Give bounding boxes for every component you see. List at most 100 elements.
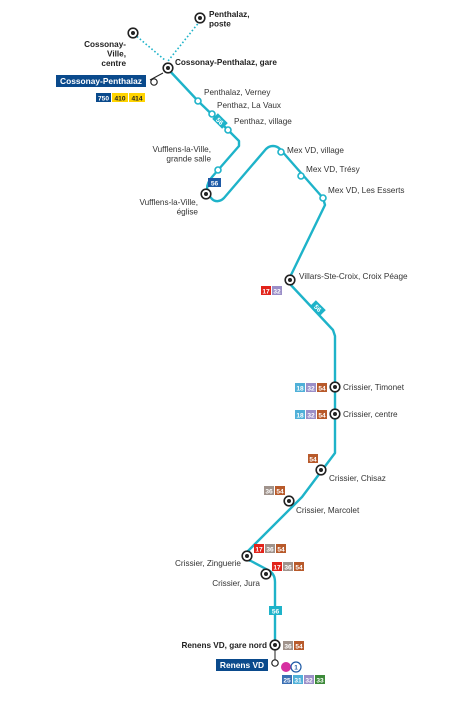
- bus-line-badge: [264, 486, 274, 495]
- rail-line-badge: [129, 93, 145, 102]
- bus-line-badge: [254, 544, 264, 553]
- svg-text:36: 36: [266, 546, 274, 553]
- bus-line-badge: [272, 286, 282, 295]
- svg-text:54: 54: [318, 412, 326, 419]
- svg-text:56: 56: [214, 117, 224, 127]
- train-station-icon: [56, 75, 146, 87]
- bus-line-badge: [306, 383, 316, 392]
- stop-marker-crissier-centre[interactable]: [329, 408, 341, 420]
- stop-labels: Penthalaz,poste Cossonay-Ville,centre Co…: [84, 10, 408, 650]
- stop-label-mex-village: Mex VD, village: [287, 146, 344, 155]
- svg-text:54: 54: [309, 456, 317, 463]
- stop-marker-penthaz-vaux[interactable]: [208, 110, 216, 118]
- rail-line-badge: [293, 675, 303, 684]
- stop-label-penthaz-vaux: Penthaz, La Vaux: [217, 101, 281, 110]
- stop-marker-crissier-jura[interactable]: [260, 568, 272, 580]
- bus-line-badge: [265, 544, 275, 553]
- stop-marker-vufflens-grande-salle[interactable]: [214, 166, 222, 174]
- stop-marker-penthaz-village[interactable]: [224, 126, 232, 134]
- rail-line-badge: [282, 675, 292, 684]
- bus-line-badge: [283, 641, 293, 650]
- rail-line-badge: [315, 675, 325, 684]
- svg-text:54: 54: [295, 564, 303, 571]
- bus-line-badge: [294, 562, 304, 571]
- bus-line-badge: [295, 410, 305, 419]
- stop-label-crissier-marcolet: Crissier, Marcolet: [296, 506, 360, 515]
- bus-line-badge: [317, 410, 327, 419]
- stop-marker-vufflens-eglise[interactable]: [200, 188, 212, 200]
- stop-label-crissier-jura: Crissier, Jura: [212, 579, 260, 588]
- stop-label-crissier-chisaz: Crissier, Chisaz: [329, 474, 386, 483]
- svg-text:32: 32: [273, 288, 281, 295]
- stop-label-penthaz-village: Penthaz, village: [234, 117, 292, 126]
- line-56-badge: [269, 606, 282, 615]
- stop-marker-crissier-marcolet[interactable]: [283, 495, 295, 507]
- svg-text:33: 33: [316, 677, 324, 684]
- stop-label-mex-tresy: Mex VD, Trésy: [306, 165, 361, 174]
- stop-marker-mex-esserts[interactable]: [319, 194, 327, 202]
- svg-text:56: 56: [211, 180, 219, 187]
- svg-text:25: 25: [283, 677, 291, 684]
- stop-label-villars-croix: Villars-Ste-Croix, Croix Péage: [299, 272, 408, 281]
- bus-line-badge: [306, 410, 316, 419]
- train-station-renens: Renens VD: [216, 659, 268, 671]
- svg-text:54: 54: [277, 546, 285, 553]
- svg-text:54: 54: [295, 643, 303, 650]
- bus-line-badge: [276, 544, 286, 553]
- stop-marker-villars-croix[interactable]: [284, 274, 296, 286]
- stop-marker-crissier-timonet[interactable]: [329, 381, 341, 393]
- svg-text:56: 56: [272, 608, 280, 615]
- stop-marker-mex-village[interactable]: [277, 148, 285, 156]
- stop-label-mex-esserts: Mex VD, Les Esserts: [328, 186, 404, 195]
- stop-label-vufflens-eglise: Vufflens-la-Ville,église: [139, 198, 198, 217]
- bus-line-badge: [308, 454, 318, 463]
- stop-marker-cossonay-gare[interactable]: [162, 62, 174, 74]
- rail-line-badge: [112, 93, 128, 102]
- m1-icon: [290, 661, 302, 673]
- svg-text:54: 54: [318, 385, 326, 392]
- connection-badges: 17 32 18 32 54 18 32 54 54 36 54 17 36 5…: [254, 286, 327, 650]
- bus-line-badge: [283, 562, 293, 571]
- train-connection-marker: [271, 659, 279, 667]
- stop-label-vufflens-grande-salle: Vufflens-la-Ville,grande salle: [152, 145, 211, 164]
- stop-marker-penthalaz-poste[interactable]: [194, 12, 206, 24]
- svg-text:410: 410: [114, 95, 125, 102]
- svg-text:56: 56: [312, 304, 322, 314]
- svg-text:54: 54: [276, 488, 284, 495]
- bus-line-badge: [272, 562, 282, 571]
- line-56-badges: 56 56 56 56: [208, 113, 326, 615]
- branch-penthalaz-poste: [167, 20, 201, 62]
- svg-text:750: 750: [98, 95, 109, 102]
- stop-label-crissier-centre: Crissier, centre: [343, 410, 398, 419]
- train-lines-renens: 1 25 31 32 33: [281, 661, 325, 684]
- bus-line-badge: [294, 641, 304, 650]
- train-station-name: Renens VD: [220, 660, 264, 670]
- stop-marker-renens-gare-nord[interactable]: [269, 639, 281, 651]
- bus-line-badge: [261, 286, 271, 295]
- svg-text:36: 36: [284, 564, 292, 571]
- rail-line-badge: [96, 93, 111, 102]
- svg-text:31: 31: [294, 677, 302, 684]
- stop-label-cossonay-ville: Cossonay-Ville,centre: [84, 40, 126, 68]
- stop-marker-crissier-zinguerie[interactable]: [241, 550, 253, 562]
- svg-text:414: 414: [131, 95, 142, 102]
- svg-text:17: 17: [255, 546, 263, 553]
- metro-icon: [281, 662, 291, 672]
- stop-marker-mex-tresy[interactable]: [297, 172, 305, 180]
- rail-line-badge: [304, 675, 314, 684]
- train-station-cossonay: Cossonay-Penthalaz: [56, 75, 146, 87]
- line-56-badge: [310, 300, 326, 316]
- svg-text:18: 18: [296, 385, 304, 392]
- svg-text:36: 36: [284, 643, 292, 650]
- bus-line-badge: [295, 383, 305, 392]
- stop-marker-crissier-chisaz[interactable]: [315, 464, 327, 476]
- stop-marker-cossonay-ville[interactable]: [127, 27, 139, 39]
- train-station-icon: [216, 659, 268, 671]
- branch-cossonay-ville: [133, 33, 167, 62]
- stop-label-crissier-timonet: Crissier, Timonet: [343, 383, 405, 392]
- svg-text:32: 32: [305, 677, 313, 684]
- stop-marker-penthalaz-verney[interactable]: [194, 97, 202, 105]
- svg-text:1: 1: [294, 665, 298, 672]
- svg-text:32: 32: [307, 385, 315, 392]
- stop-label-renens-gare-nord: Renens VD, gare nord: [181, 641, 267, 650]
